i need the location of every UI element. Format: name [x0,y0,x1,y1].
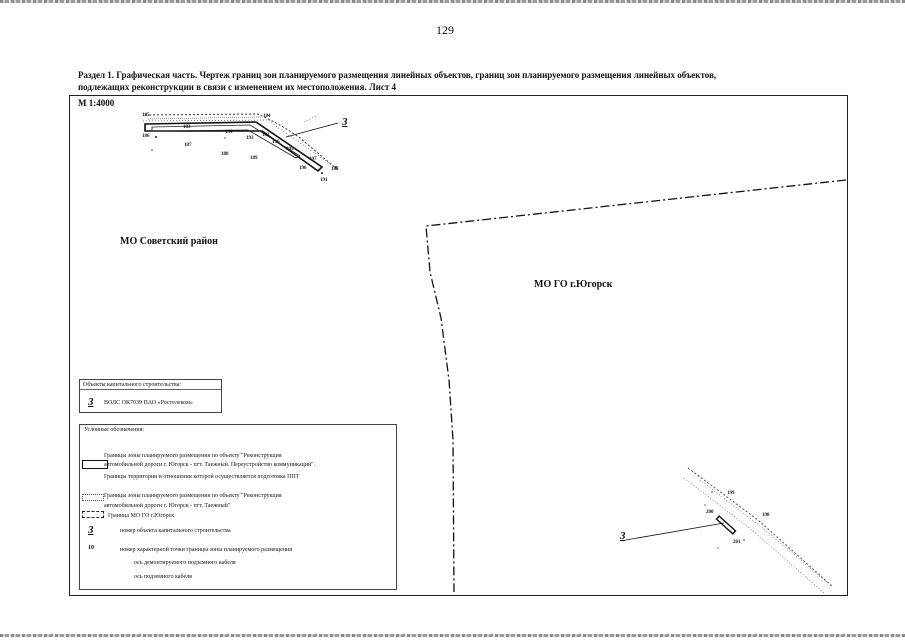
point-label: 189 [250,156,258,161]
planned-zone-polygon [144,121,324,173]
point-label: 183 [183,125,191,130]
point-label: 184 [263,114,271,119]
objects-item-text: ВОЛС ОК7039 ПАО «Ростелеком» [104,400,193,406]
legend-entry-4-symbol: 3 [88,524,94,536]
point-label: 193 [246,136,254,141]
object-3-marker [715,515,737,535]
drawing-frame [69,95,848,596]
mo-label-sovetsky: МО Советский район [120,236,218,247]
point-label: 190 [299,166,307,171]
legend-entry-1-line-3: Границы территории в отношении которой о… [104,474,300,480]
point-label: 183 [331,167,339,172]
scan-edge-top [0,0,905,3]
legend-swatch-road-zone [82,494,104,501]
mo-label-yugorsk: МО ГО г.Югорск [534,279,613,290]
legend-swatch-planned-zone [82,460,108,469]
bottom-road-zone [625,467,833,594]
objects-item-number: 3 [88,396,94,408]
legend-entry-1-line-1: Границы зоны планируемого размещения по … [104,453,282,459]
legend-entry-1-line-2: автомобильной дороги г. Югорск - пгт. Та… [104,462,316,468]
legend-entry-2-line-2: автомобильной дороги г. Югорск - пгт. Та… [104,503,231,509]
page-title-line-2: подлежащих реконструкции в связи с измен… [78,82,397,92]
legend-entry-2-line-1: Границы зоны планируемого размещения по … [104,493,282,499]
object-number-callout-top: 3 [342,116,348,128]
mo-boundary-line [425,179,847,593]
legend-entry-4: номер объекта капитального строительства [120,528,231,534]
object-number-callout-bottom: 3 [620,530,626,542]
page-title-line-1: Раздел 1. Графическая часть. Чертеж гран… [78,70,717,80]
legend-entry-6: ось демонтируемого подземного кабеля [134,560,236,566]
point-label: 191 [320,178,328,183]
legend-entry-3: Граница МО ГО г.Югорск [108,513,175,519]
point-label: 198 [762,513,770,518]
legend-swatch-mo-boundary [82,511,104,518]
objects-box: Объекты капитального строительства: 3 ВО… [79,379,222,413]
point-label: 195 [286,147,294,152]
point-label: 199 [727,491,735,496]
point-label: 196 [272,140,280,145]
map-scale: М 1:4000 [78,98,115,108]
point-label: 185 [142,113,150,118]
top-road-zone [142,113,339,174]
point-label: 197 [309,157,317,162]
page-number: 129 [436,23,454,37]
legend-box: Условные обозначения: Границы зоны плани… [79,424,397,590]
point-label: 194 [225,130,233,135]
page-title: Раздел 1. Графическая часть. Чертеж гран… [78,69,838,93]
point-label: 200 [706,510,714,515]
legend-entry-5: номер характерной точки границы зоны пла… [120,547,293,553]
point-label: 188 [221,152,229,157]
scan-edge-bottom [0,634,905,637]
point-label: 187 [184,143,192,148]
point-label: 201 [733,540,741,545]
legend-entry-5-symbol: 10 [88,545,94,551]
legend-entry-7: ось подземного кабеля [134,574,192,580]
objects-box-heading: Объекты капитального строительства: [80,380,221,390]
legend-heading: Условные обозначения: [84,427,145,433]
point-label: 186 [142,134,150,139]
point-label: 192 [262,133,270,138]
